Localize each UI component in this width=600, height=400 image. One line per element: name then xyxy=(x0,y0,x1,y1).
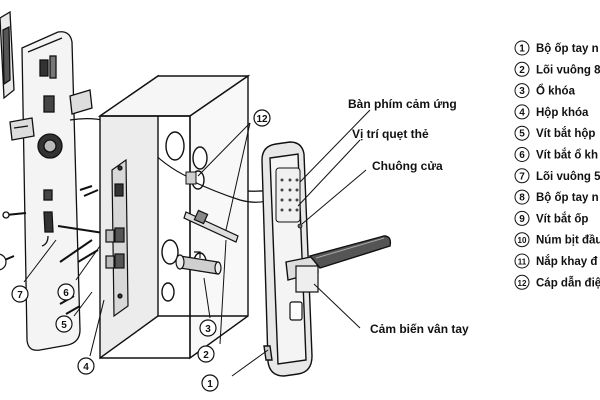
legend-number-badge xyxy=(514,274,530,290)
legend-number-badge xyxy=(514,40,530,56)
number-badge-cropped xyxy=(0,253,7,271)
lock-cylinder-3 xyxy=(175,251,222,275)
legend-number: 2 xyxy=(519,65,525,76)
legend-number-badge xyxy=(514,210,530,226)
legend-number: 9 xyxy=(519,214,525,225)
legend-number: 6 xyxy=(519,150,525,161)
legend-item: 4 Hộp khóa xyxy=(514,104,589,120)
legend-number-badge xyxy=(514,83,530,99)
legend-label: Lõi vuông 8 xyxy=(536,64,600,76)
legend-number: 5 xyxy=(519,129,525,140)
legend-number: 4 xyxy=(519,107,525,118)
callout-card-swipe: Vị trí quẹt thẻ xyxy=(352,127,429,141)
legend-item: 7 Lõi vuông 5 xyxy=(514,168,600,184)
legend-label: Vít bắt ốp xyxy=(536,212,588,225)
legend-item: 8 Bộ ốp tay n xyxy=(514,189,599,205)
callout-doorbell: Chuông cửa xyxy=(372,159,443,173)
number-badge-12: 12 xyxy=(253,109,271,127)
outer-plate-assembly xyxy=(261,141,392,377)
svg-text:5: 5 xyxy=(61,320,67,331)
legend-item: 6 Vít bắt ổ kh xyxy=(514,147,598,162)
legend-number-badge xyxy=(514,168,530,184)
legend-label: Nắp khay đ xyxy=(536,255,597,268)
legend-item: 1 Bộ ốp tay n xyxy=(514,40,599,56)
number-badge-2: 2 xyxy=(197,345,215,363)
legend-number-badge xyxy=(514,147,530,162)
legend-number: 1 xyxy=(519,44,525,55)
legend-label: Vít bắt ổ kh xyxy=(536,149,598,162)
leader-lines xyxy=(23,109,371,377)
legend-label: Ổ khóa xyxy=(536,85,576,98)
legend-number-badge xyxy=(514,104,530,120)
legend-item: 10 Núm bịt đầu xyxy=(514,232,600,248)
legend-number: 3 xyxy=(519,86,525,97)
number-badge-1: 1 xyxy=(201,374,219,392)
svg-text:6: 6 xyxy=(63,288,69,299)
legend-label: Cáp dẫn điệ xyxy=(536,276,600,289)
legend-label: Hộp khóa xyxy=(536,107,589,119)
mortise-lock-body-4 xyxy=(105,158,129,318)
legend-number: 11 xyxy=(518,258,527,267)
number-badge-6: 6 xyxy=(57,283,75,301)
number-badge-3: 3 xyxy=(199,319,217,337)
callout-touch-keypad: Bàn phím cảm ứng xyxy=(348,97,457,111)
legend-item: 11 Nắp khay đ xyxy=(514,253,597,269)
legend-label: Lõi vuông 5 xyxy=(536,171,600,183)
legend-number: 8 xyxy=(519,193,525,204)
legend-number-badge xyxy=(514,125,530,141)
legend-label: Núm bịt đầu xyxy=(536,235,600,247)
svg-text:2: 2 xyxy=(203,350,209,361)
legend-number: 10 xyxy=(518,236,527,245)
legend-item: 3 Ổ khóa xyxy=(514,83,576,99)
legend-item: 5 Vít bắt hộp xyxy=(514,125,595,141)
legend-number-badge xyxy=(514,232,530,248)
legend-item: 12 Cáp dẫn điệ xyxy=(514,274,600,290)
svg-text:12: 12 xyxy=(256,114,268,125)
square-spindle-2 xyxy=(183,209,239,243)
legend-label: Bộ ốp tay n xyxy=(536,43,599,55)
legend-item: 2 Lõi vuông 8 xyxy=(514,61,600,77)
legend-number: 7 xyxy=(519,171,525,182)
legend-number: 12 xyxy=(518,279,527,288)
parts-legend: 1 Bộ ốp tay n 2 Lõi vuông 8 3 Ổ khóa 4 Hộp khóa… xyxy=(514,40,600,290)
legend-number-badge xyxy=(514,253,530,269)
legend-number-badge xyxy=(514,189,530,205)
inner-plate-assembly xyxy=(0,10,93,351)
number-badge-5: 5 xyxy=(55,315,73,333)
number-badge-4: 4 xyxy=(77,357,95,375)
legend-label: Bộ ốp tay n xyxy=(536,192,599,204)
legend-number-badge xyxy=(514,61,530,77)
svg-text:4: 4 xyxy=(83,362,89,373)
legend-item: 9 Vít bắt ốp xyxy=(514,210,588,226)
number-badge-7: 7 xyxy=(11,285,29,303)
svg-text:3: 3 xyxy=(205,324,211,335)
callout-fingerprint: Cảm biến vân tay xyxy=(370,322,469,336)
svg-text:1: 1 xyxy=(207,379,213,390)
svg-text:7: 7 xyxy=(17,290,23,301)
legend-label: Vít bắt hộp xyxy=(536,127,595,140)
